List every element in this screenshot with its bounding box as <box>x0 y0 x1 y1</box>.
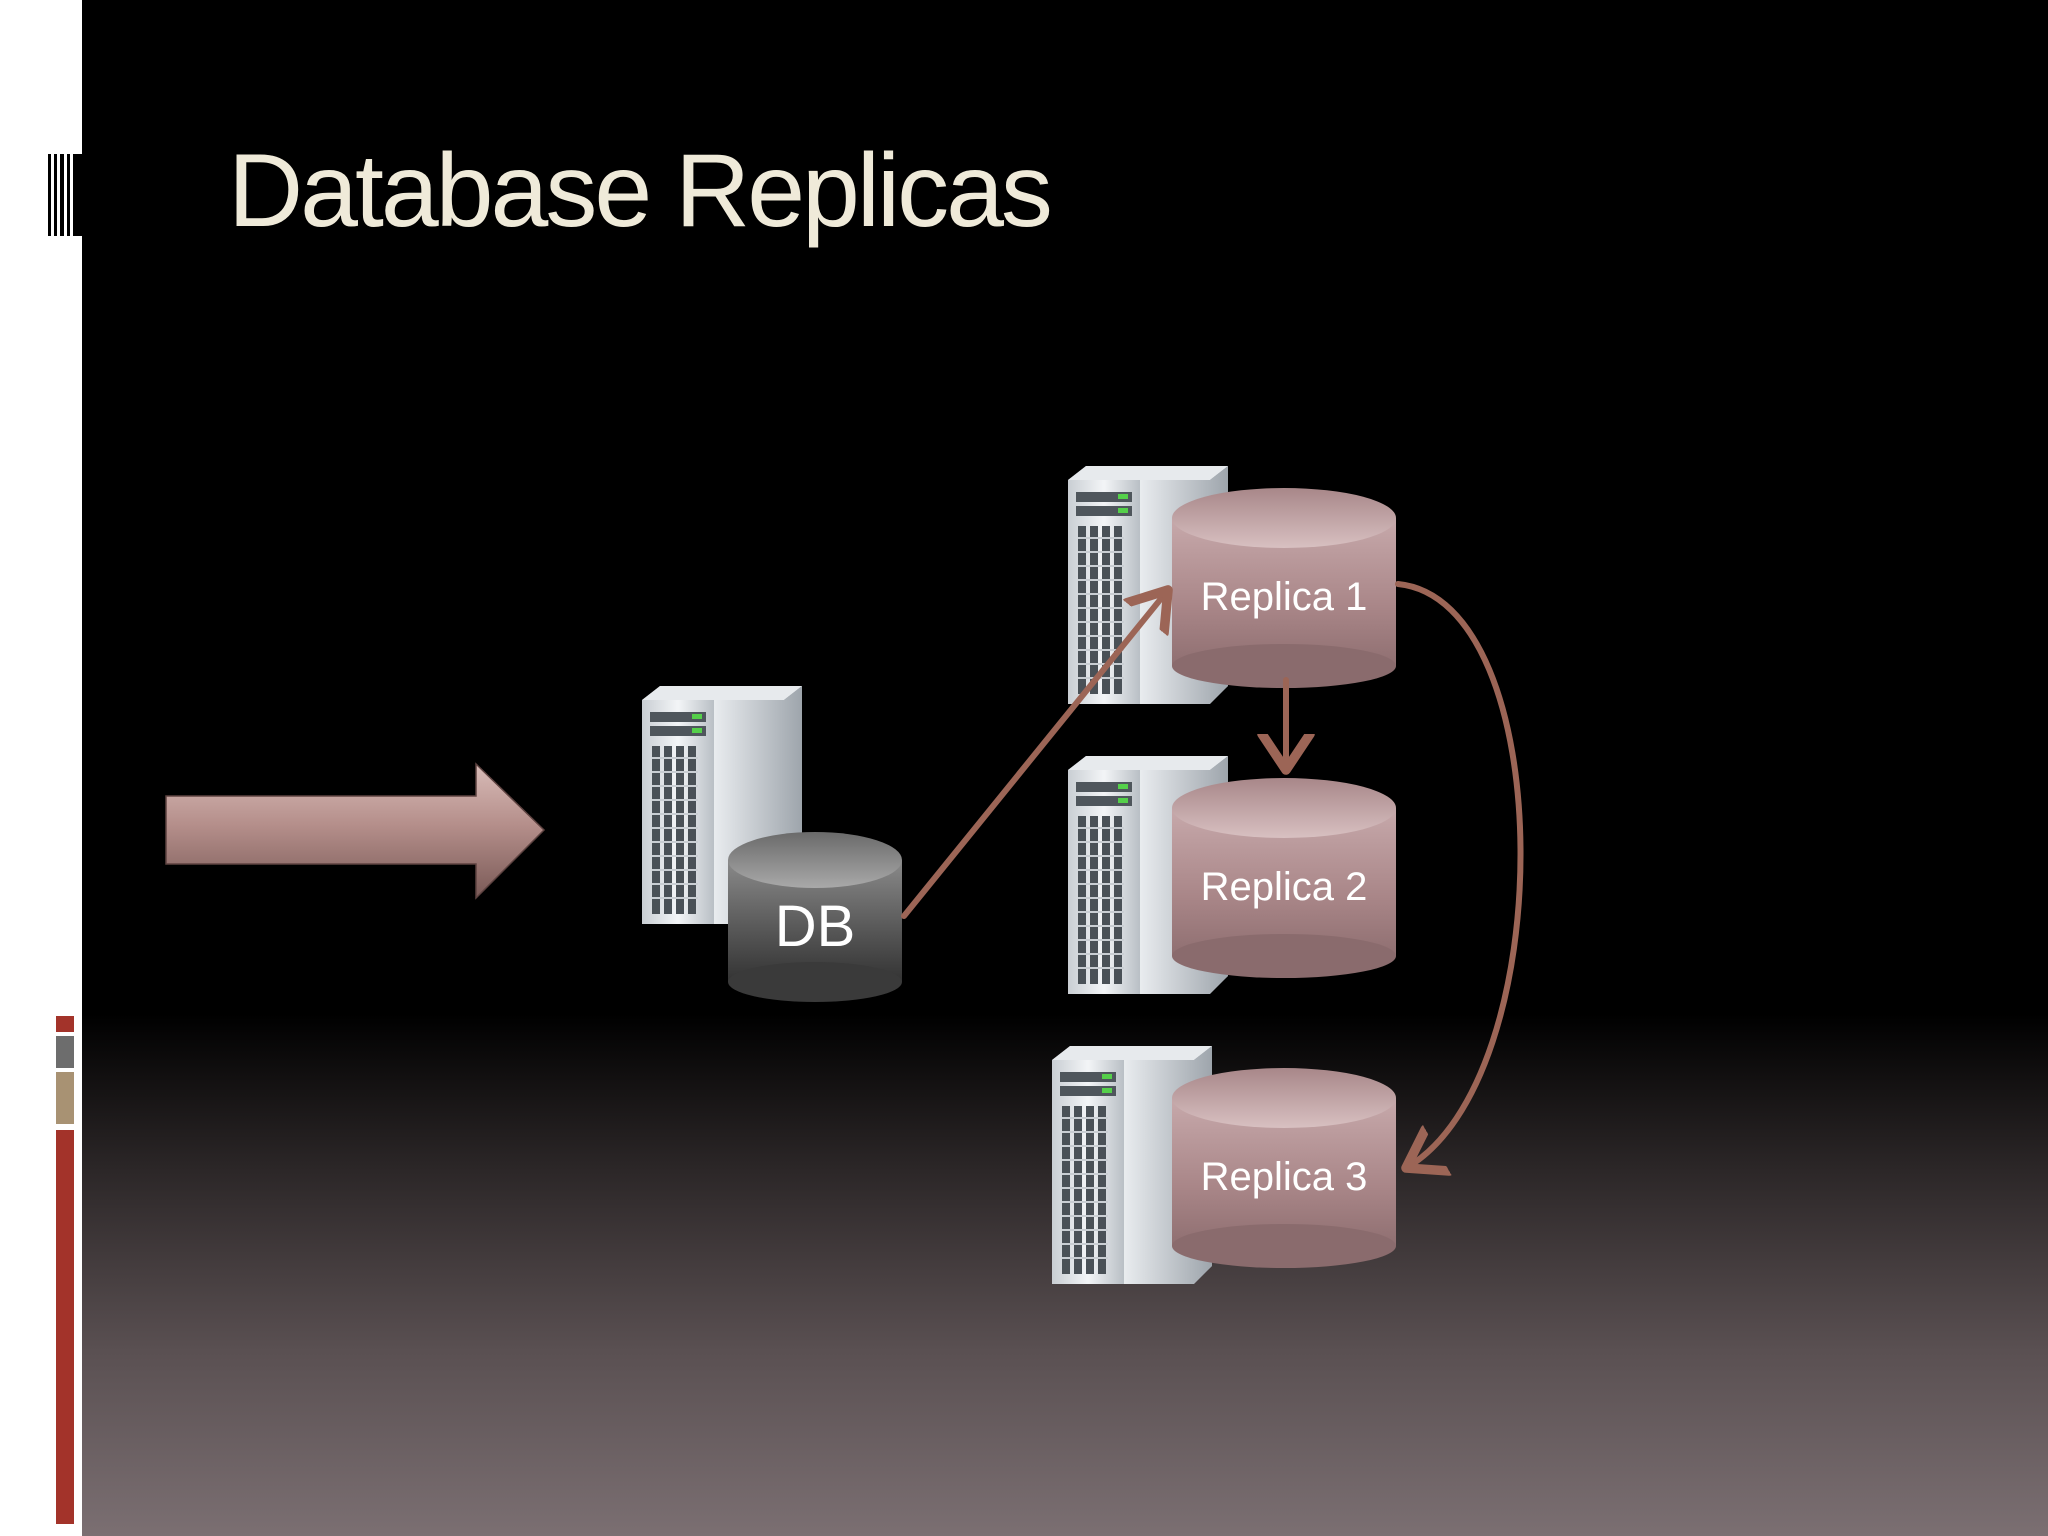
replica-3-cylinder-icon <box>1172 1068 1396 1268</box>
accent-color-stack <box>56 1016 74 1524</box>
db-cylinder-icon <box>728 832 902 1002</box>
db-label: DB <box>775 894 856 959</box>
replica-2-label: Replica 2 <box>1201 865 1368 909</box>
edge-replica-1-to-replica-3 <box>1395 581 1524 1168</box>
slide-title: Database Replicas <box>228 133 1053 249</box>
replica-1-label: Replica 1 <box>1201 575 1368 619</box>
primary-db-node: DB <box>641 685 902 1002</box>
left-margin-strip <box>0 0 82 1536</box>
incoming-block-arrow <box>165 762 546 900</box>
title-deco-bars <box>48 154 82 236</box>
replica-3-node: Replica 3 <box>1051 1045 1396 1285</box>
replica-1-node: Replica 1 <box>1067 465 1396 705</box>
replica-1-cylinder-icon <box>1172 488 1396 688</box>
edge-db-to-replica-1 <box>901 590 1168 919</box>
replica-2-node: Replica 2 <box>1067 755 1396 995</box>
replica-2-cylinder-icon <box>1172 778 1396 978</box>
replica-3-label: Replica 3 <box>1201 1155 1368 1199</box>
